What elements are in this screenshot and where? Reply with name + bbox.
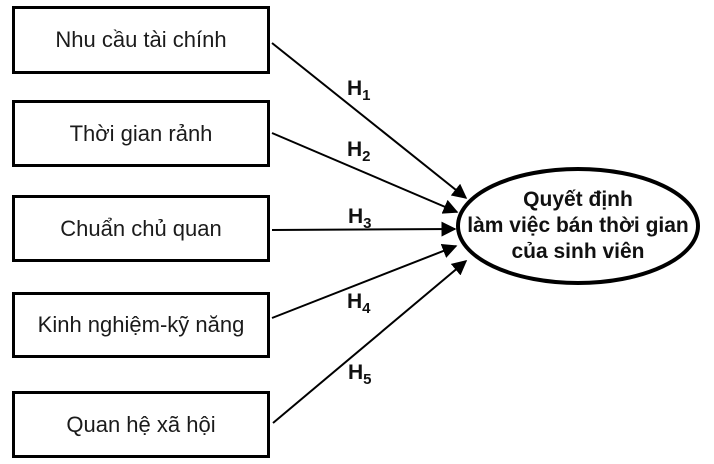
factor-label: Nhu cầu tài chính: [55, 27, 227, 52]
factor-box-subjective-norm: Chuẩn chủ quan: [12, 195, 270, 262]
outcome-ellipse: [456, 167, 700, 285]
hypothesis-label-h4: H4: [347, 290, 371, 318]
outcome-line-1: Quyết định: [523, 188, 633, 211]
factor-box-free-time: Thời gian rảnh: [12, 100, 270, 167]
arrow-h4: [271, 243, 458, 319]
factor-box-social-relations: Quan hệ xã hội: [12, 391, 270, 458]
factor-label: Kinh nghiệm-kỹ năng: [37, 312, 245, 337]
factor-label: Chuẩn chủ quan: [60, 215, 222, 241]
arrow-h1: [271, 42, 468, 199]
hypothesis-label-h5: H5: [348, 361, 372, 389]
hypothesis-label-h1: H1: [347, 77, 371, 105]
hypothesis-label-h2: H2: [347, 138, 371, 166]
factor-label: Thời gian rảnh: [69, 120, 213, 146]
arrow-h2: [271, 132, 459, 214]
outcome-label: Quyết định làm việc bán thời gian của si…: [455, 187, 701, 265]
factor-label: Quan hệ xã hội: [66, 411, 216, 437]
hypothesis-label-h3: H3: [348, 205, 372, 233]
factor-box-experience-skill: Kinh nghiệm-kỹ năng: [12, 292, 270, 358]
factor-box-financial-need: Nhu cầu tài chính: [12, 6, 270, 74]
arrow-h3: [271, 221, 457, 237]
outcome-line-2: làm việc bán thời gian: [467, 214, 689, 237]
arrow-h5: [272, 260, 468, 424]
outcome-line-3: của sinh viên: [511, 240, 645, 263]
